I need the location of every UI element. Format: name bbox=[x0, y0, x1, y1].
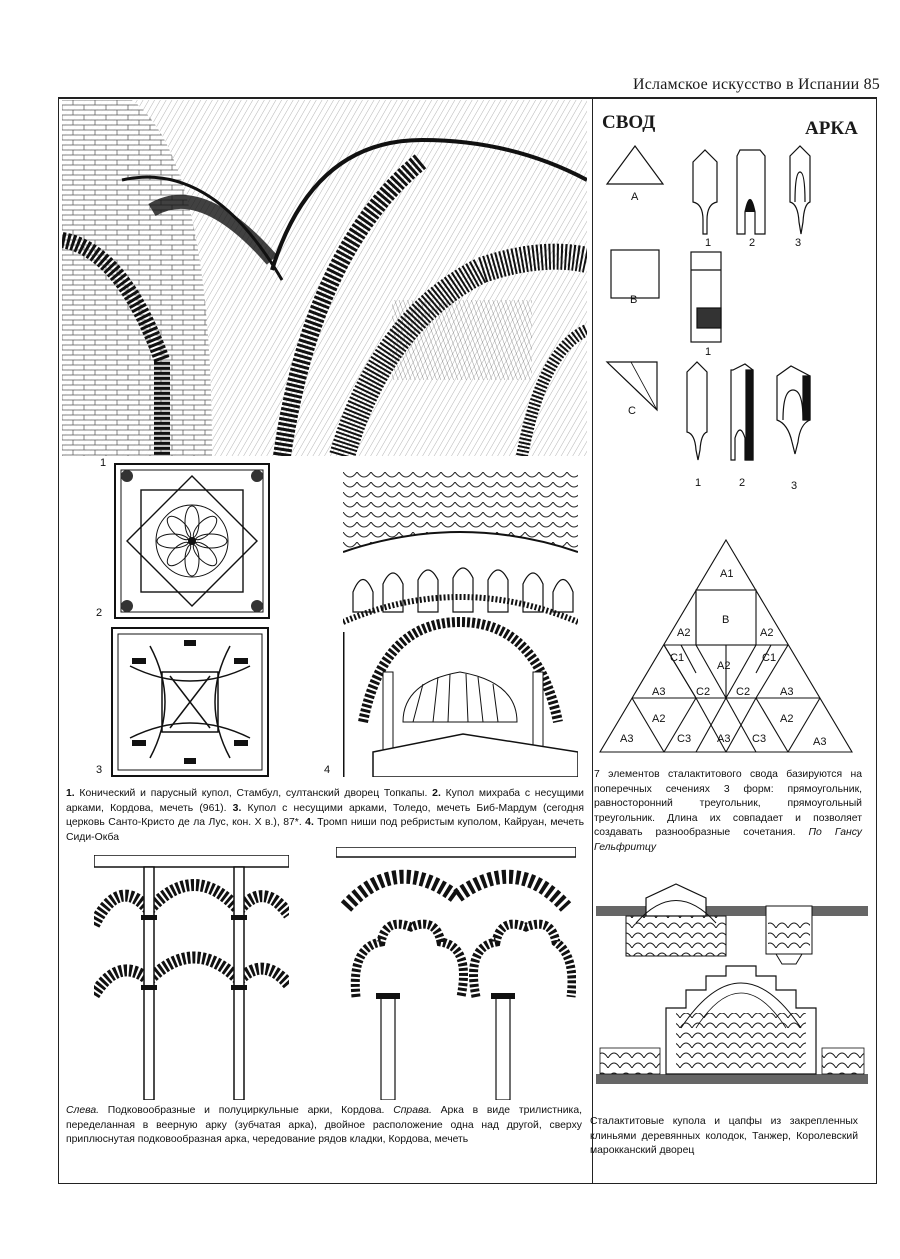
arch-row-3 bbox=[686, 361, 811, 461]
tri-c2-left: C2 bbox=[696, 686, 711, 698]
tri-b-a3-3: A3 bbox=[813, 736, 827, 748]
caption-1-text: Конический и парусный купол, Стамбул, су… bbox=[74, 788, 433, 799]
caption-left-text: Подковообразные и полуциркульные арки, К… bbox=[99, 1105, 394, 1116]
caption-3-num: 3. bbox=[232, 802, 242, 814]
fig3-dome-plan bbox=[111, 627, 269, 777]
caption-3-text: Купол с несущими арками, Толедо, мечеть … bbox=[66, 802, 584, 829]
stalactite-triangle-diagram bbox=[599, 538, 853, 753]
caption-bottom: Слева. Подковообразные и полуциркульные … bbox=[66, 1104, 582, 1148]
tri-a3-left: A3 bbox=[652, 686, 666, 698]
caption-1-num: 1. bbox=[66, 788, 75, 799]
left-frame bbox=[58, 97, 593, 1184]
caption-top: 1. Конический и парусный купол, Стамбул,… bbox=[66, 787, 584, 845]
arch-num-r3-3: 3 bbox=[791, 480, 798, 492]
tri-a2-bl: A2 bbox=[652, 713, 666, 725]
page-header: Исламское искусство в Испании 85 bbox=[632, 76, 880, 93]
fig-number-3: 3 bbox=[96, 764, 103, 776]
shape-square-b bbox=[610, 249, 660, 299]
caption-2-text: Купол михраба с несущими арками, Кордова… bbox=[66, 788, 584, 814]
tri-c1-right: C1 bbox=[762, 652, 777, 664]
fig4-niche-sketch bbox=[343, 472, 578, 777]
arch-num-r2-1: 1 bbox=[705, 346, 712, 358]
tri-a1: A1 bbox=[720, 568, 734, 580]
heading-vault: СВОД bbox=[602, 112, 656, 133]
triangle-caption: 7 элементов сталактитового свода базирую… bbox=[594, 768, 862, 856]
fig-number-1: 1 bbox=[100, 457, 107, 469]
label-c: C bbox=[628, 405, 636, 417]
tri-b-c3-1: C3 bbox=[677, 733, 692, 745]
domes-caption: Сталактитовые купола и цапфы из закрепле… bbox=[590, 1116, 858, 1157]
tri-a2-mid: A2 bbox=[717, 660, 731, 672]
tri-a3-right: A3 bbox=[780, 686, 794, 698]
arch-num-r1-3: 3 bbox=[795, 237, 802, 249]
caption-2-num: 2. bbox=[432, 788, 441, 799]
tri-a2-br: A2 bbox=[780, 713, 794, 725]
triangle-caption-source: По Гансу Гельфритцу bbox=[594, 827, 862, 853]
arch-num-r3-1: 1 bbox=[695, 477, 702, 489]
tri-a2-left: A2 bbox=[677, 627, 691, 639]
tri-a2-right: A2 bbox=[760, 627, 774, 639]
horseshoe-arcade-sketch bbox=[94, 855, 289, 1100]
arch-num-r1-2: 2 bbox=[749, 237, 756, 249]
fig1-dome-plan bbox=[114, 463, 270, 619]
stalactite-domes-sketch bbox=[596, 883, 868, 1084]
tri-b-a3-2: A3 bbox=[717, 733, 731, 745]
arch-row-2 bbox=[690, 251, 722, 343]
caption-right-label: Справа. bbox=[393, 1105, 432, 1116]
label-a: A bbox=[631, 191, 639, 203]
stalactite-elements bbox=[605, 144, 811, 461]
shape-triangle-a bbox=[605, 144, 665, 185]
caption-left-label: Слева. bbox=[66, 1105, 100, 1116]
arch-row-1 bbox=[692, 145, 811, 235]
tri-b-a3-1: A3 bbox=[620, 733, 634, 745]
fig-number-4: 4 bbox=[324, 764, 331, 776]
caption-4-num: 4. bbox=[305, 817, 314, 829]
tri-c2-right: C2 bbox=[736, 686, 751, 698]
header-rule bbox=[58, 97, 876, 99]
fig-number-2: 2 bbox=[96, 607, 103, 619]
vault-sketch bbox=[62, 100, 587, 456]
label-b: B bbox=[630, 294, 638, 306]
caption-right-text: Арка в виде трилистника, переделанная в … bbox=[66, 1105, 582, 1146]
tri-b: B bbox=[722, 614, 730, 626]
tri-c1-left: C1 bbox=[670, 652, 685, 664]
caption-4-text: Тромп ниши под ребристым куполом, Кайруа… bbox=[66, 817, 584, 843]
triangle-caption-text: 7 элементов сталактитового свода базирую… bbox=[594, 769, 862, 839]
heading-arch: АРКА bbox=[805, 118, 858, 139]
right-frame bbox=[591, 97, 877, 1184]
tri-b-c3-2: C3 bbox=[752, 733, 767, 745]
trefoil-arch-sketch bbox=[336, 847, 576, 1100]
arch-num-r3-2: 2 bbox=[739, 477, 746, 489]
arch-num-r1-1: 1 bbox=[705, 237, 712, 249]
